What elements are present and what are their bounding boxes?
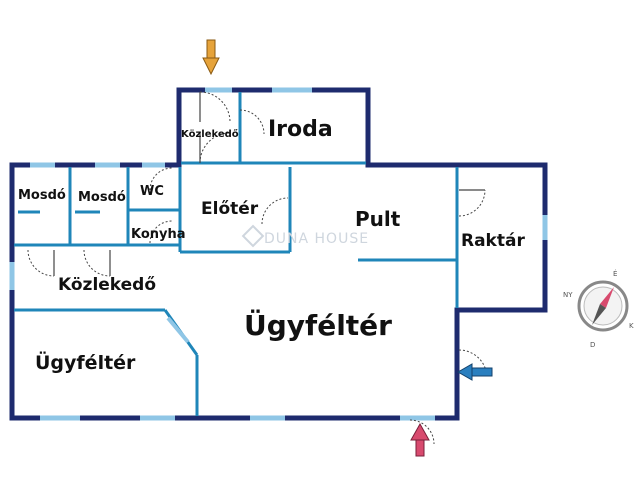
- compass-letter-ny: NY: [563, 291, 573, 299]
- door-swings: [27, 91, 488, 445]
- room-label-wc: WC: [140, 184, 164, 199]
- room-label-iroda: Iroda: [268, 117, 333, 142]
- room-label-kozlekedo-top: Közlekedő: [181, 128, 239, 140]
- compass-icon: É K D NY: [563, 269, 634, 349]
- entrance-arrow-top: [202, 39, 220, 76]
- windows: [9, 87, 548, 421]
- compass-letter-k: K: [629, 322, 634, 330]
- room-label-ugyfelter-main: Ügyféltér: [244, 308, 392, 342]
- room-label-mosdo-2: Mosdó: [78, 190, 126, 205]
- watermark-text: DUNA HOUSE: [264, 231, 369, 247]
- watermark: DUNA HOUSE: [241, 224, 369, 248]
- room-label-konyha: Konyha: [131, 227, 186, 242]
- inner-walls: [14, 92, 459, 416]
- room-label-kozlekedo: Közlekedő: [58, 275, 156, 295]
- room-label-mosdo-1: Mosdó: [18, 188, 66, 203]
- entrance-arrow-bottom: [410, 422, 430, 457]
- room-label-pult: Pult: [355, 207, 401, 231]
- room-label-eloter: Előtér: [201, 199, 259, 219]
- room-label-raktar: Raktár: [461, 231, 525, 251]
- compass-letter-d: D: [590, 341, 595, 349]
- compass-letter-e: É: [613, 269, 617, 278]
- entrance-arrow-right: [456, 363, 493, 381]
- room-label-ugyfelter-left: Ügyféltér: [35, 350, 136, 374]
